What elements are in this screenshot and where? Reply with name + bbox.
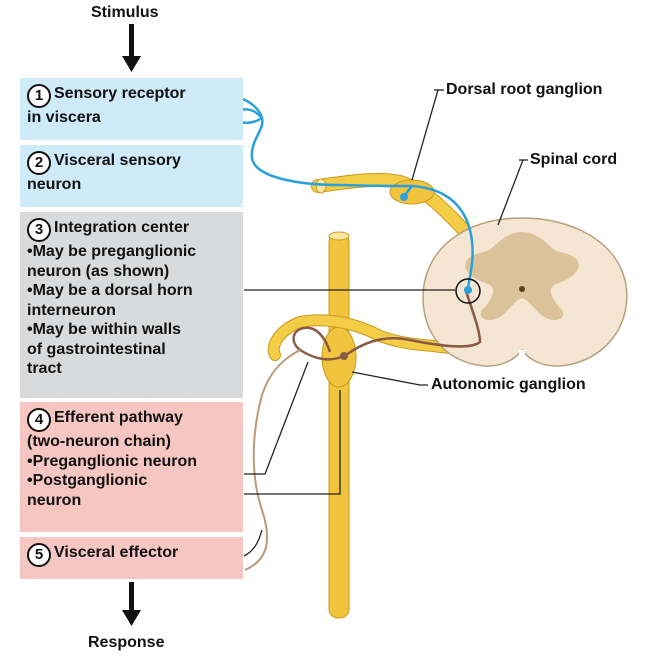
step-text: •May be a dorsal horn	[27, 282, 193, 299]
dorsal-root-ganglion-label: Dorsal root ganglion	[446, 81, 603, 98]
step-text: Efferent pathway	[54, 409, 183, 426]
autonomic-ganglion-label: Autonomic ganglion	[431, 376, 586, 393]
step-text: interneuron	[27, 301, 116, 319]
step-text: tract	[27, 360, 62, 377]
spinal-cord-label: Spinal cord	[530, 151, 618, 168]
step-number-badge: 3	[27, 218, 51, 242]
step-text: Integration center	[54, 219, 190, 236]
stimulus-label: Stimulus	[91, 4, 159, 21]
response-label: Response	[88, 634, 165, 651]
spinal-nerve	[267, 172, 504, 361]
step-number-badge: 2	[27, 151, 51, 175]
step-number-badge: 4	[27, 408, 51, 432]
step-text: in viscera	[27, 109, 101, 126]
step-text: neuron	[27, 176, 82, 193]
step-number-badge: 5	[27, 543, 51, 567]
step-text: neuron	[27, 491, 82, 509]
step-text: •May be preganglionic	[27, 243, 197, 260]
step-text: Sensory receptor	[54, 85, 186, 102]
step-text: Visceral effector	[54, 544, 179, 561]
step-text: (two-neuron chain)	[27, 433, 171, 450]
dorsal-root-ganglion-shape	[389, 179, 435, 205]
spinal-cord-section	[422, 217, 628, 367]
step-text: •Preganglionic neuron	[27, 452, 198, 470]
step-text: •Postganglionic	[27, 472, 148, 489]
step-text: •May be within walls	[27, 321, 182, 338]
down-arrow-icon	[122, 24, 141, 72]
step-text: of gastrointestinal	[27, 340, 166, 358]
step-text: Visceral sensory	[54, 152, 181, 169]
integration-center-circle	[455, 278, 481, 304]
step-number-badge: 1	[27, 84, 51, 108]
leader-lines	[243, 89, 528, 557]
step-text: neuron (as shown)	[27, 262, 170, 280]
down-arrow-icon	[122, 582, 141, 626]
efferent-neuron	[244, 290, 482, 571]
